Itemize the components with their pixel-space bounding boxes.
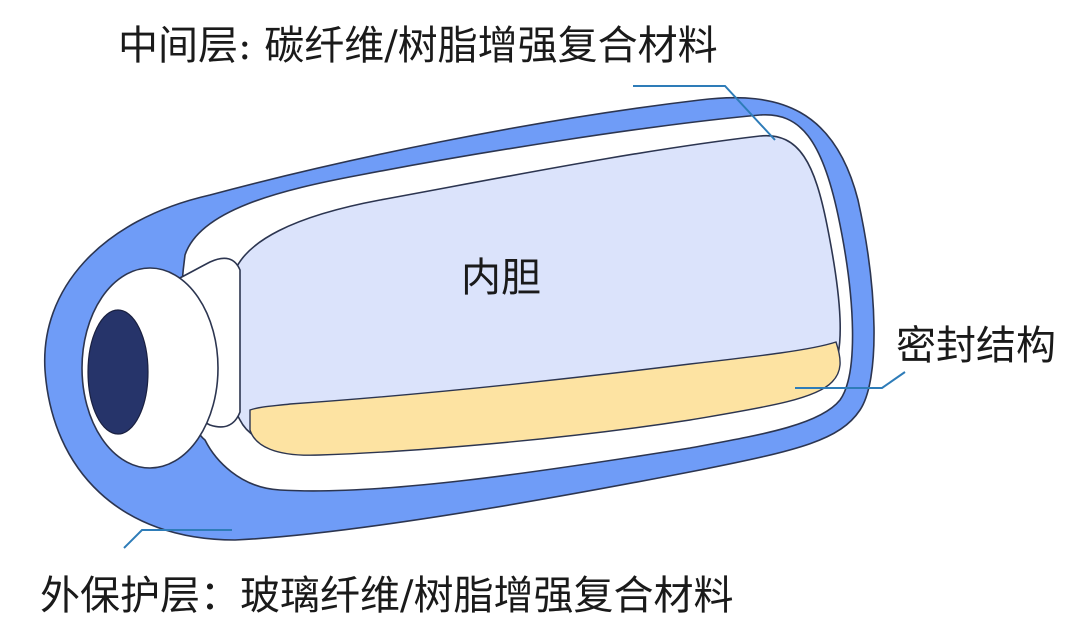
middle-layer-label: 中间层: 碳纤维/树脂增强复合材料 <box>118 23 718 69</box>
inner-liner-label: 内胆 <box>461 255 541 301</box>
neck-opening <box>87 309 149 435</box>
seal-structure-label: 密封结构 <box>896 323 1056 369</box>
outer-protective-layer-label: 外保护层：玻璃纤维/树脂增强复合材料 <box>40 573 734 619</box>
middle-layer-leader-line <box>633 85 776 141</box>
seal-structure-leader-line <box>795 371 906 389</box>
outer-layer-leader-line <box>123 529 232 549</box>
seal-structure-band <box>249 341 841 456</box>
